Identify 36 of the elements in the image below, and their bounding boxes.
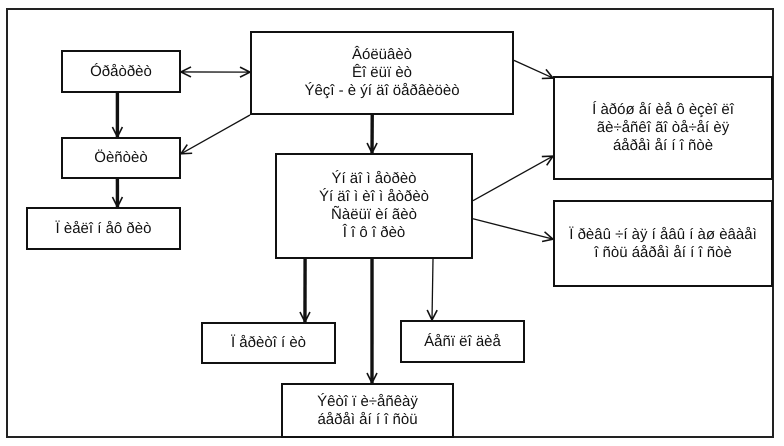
arrow xyxy=(366,115,378,154)
arrow xyxy=(472,218,554,242)
node-text: Êî ëüï èò xyxy=(352,64,412,82)
node-text: Ýí äî ì åòðèò xyxy=(331,170,417,188)
node-text: Âóëüâèò xyxy=(352,46,412,64)
node-text: Ï èåëî í åô ðèò xyxy=(56,220,152,238)
node-text: Ýí äî ì èî ì åòðèò xyxy=(318,188,430,206)
node-text: Ñàëüï èí ãèò xyxy=(331,206,417,224)
node-text: Óðåòðèò xyxy=(90,62,152,80)
arrow xyxy=(112,179,124,208)
process-box xyxy=(61,137,181,179)
node-text: Î î ô î ðèò xyxy=(342,224,406,242)
arrow xyxy=(180,114,250,155)
node-text: Ï åðèòî í èò xyxy=(230,334,306,352)
node-text: Ýêòî ï è÷åñêàÿ áåðåì åí í î ñòü xyxy=(316,392,419,428)
process-box xyxy=(61,50,181,93)
node-text: Ýêçî - è ýí äî öåðâèöèò xyxy=(304,82,460,100)
arrow xyxy=(426,258,438,321)
arrow xyxy=(180,66,251,78)
node-text: Öèñòèò xyxy=(94,149,148,167)
arrow xyxy=(112,93,124,138)
process-box xyxy=(400,320,525,363)
process-box xyxy=(281,383,454,438)
process-box xyxy=(553,76,773,180)
process-box xyxy=(26,207,181,250)
arrow xyxy=(299,259,311,323)
arrow xyxy=(514,60,554,80)
process-box xyxy=(250,31,514,115)
arrow xyxy=(366,259,378,384)
process-box xyxy=(553,200,773,287)
arrow xyxy=(472,155,554,202)
node-text: Ï ðèâû ÷í àÿ í åâû í àø èâàåì î ñòü áåðåì åí í î ñòè xyxy=(569,226,757,262)
process-box xyxy=(275,153,473,259)
node-text: Áåñï ëî äèå xyxy=(424,332,501,350)
process-box xyxy=(201,322,336,364)
node-text: Í àðóø åí èå ô èçèî ëî ãè÷åñêî ãî òå÷åí èÿ áåðåì åí í î ñòè xyxy=(591,101,736,155)
